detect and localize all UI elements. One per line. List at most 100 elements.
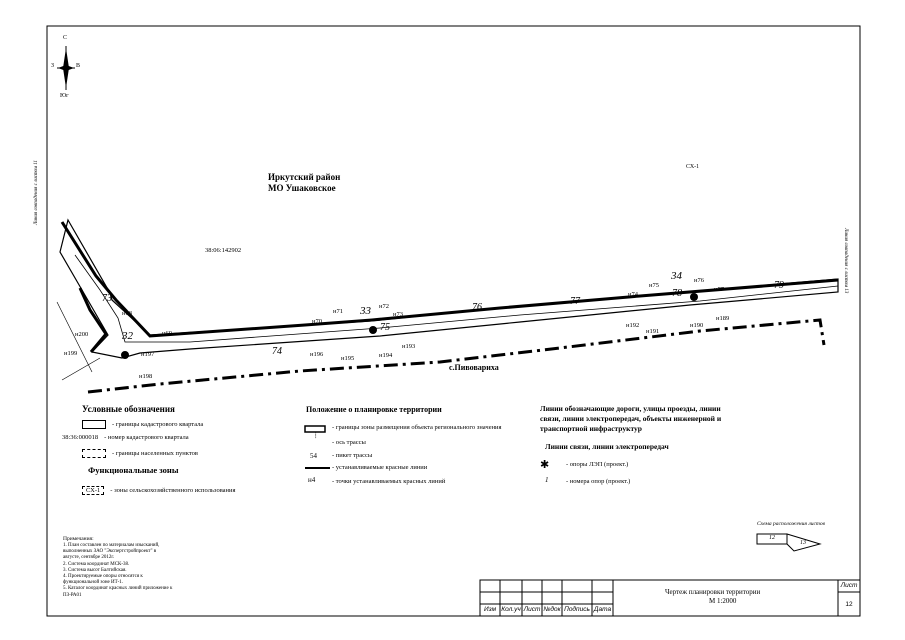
- picket-label: 73: [102, 293, 112, 304]
- region-name: Иркутский район: [268, 172, 341, 182]
- municipality-name: МО Ушаковское: [268, 183, 336, 193]
- upper-point-label: н75: [649, 282, 659, 289]
- notes-title: Примечания:: [63, 536, 94, 542]
- note-line: августе, сентябре 2012г.: [63, 555, 115, 561]
- legend-rect-symbol: [304, 425, 326, 433]
- note-line: 1. План составлен по материалам изыскани…: [63, 543, 160, 548]
- tb-col-ndok: №док: [543, 606, 561, 613]
- legend-item-quarter-boundary: - границы кадастрового квартала: [82, 420, 203, 429]
- side-note-right: Линия совпадения с листом 13: [843, 228, 848, 294]
- legend-item-settlement-boundary: - границы населенных пунктов: [82, 449, 198, 458]
- sheet-scheme-next: 13: [800, 540, 806, 546]
- pole-marker: [121, 351, 129, 359]
- pole-marker: [369, 326, 377, 334]
- legend-dash-icon: [82, 449, 106, 458]
- planning-item-points: - точки устанавливаемых красных линий: [332, 478, 446, 485]
- drawing-scale: М 1:2000: [709, 597, 737, 605]
- route-axis: [74, 254, 839, 343]
- legend-item-quarter-number: 38:36:000018- номер кадастрового квартал…: [62, 434, 189, 441]
- picket-label: 78: [672, 288, 682, 299]
- tb-col-data: Дата: [593, 606, 612, 613]
- red-line-lower: [78, 287, 108, 353]
- note-line: выполненных ЗАО "Экспертстройпроект" в: [63, 549, 157, 555]
- cadastral-code: 38:06:142902: [205, 247, 242, 254]
- pole-legend-icon: ✱: [540, 459, 550, 471]
- note-line: функциональной зоне ИТ-1.: [63, 580, 124, 586]
- pole-legend-label: - опоры ЛЭП (проект.): [566, 461, 629, 468]
- legend-item-zone: СХ-1- зоны сельскохозяйственного использ…: [82, 486, 236, 495]
- lower-point-label: н200: [75, 331, 89, 338]
- pole-marker: [690, 293, 698, 301]
- planning-point-num: н4: [308, 476, 316, 484]
- tb-col-izm: Изм: [483, 606, 497, 613]
- planning-title: Положение о планировке территории: [306, 405, 442, 414]
- note-line: 4. Проектируемые опоры относятся к: [63, 574, 143, 580]
- planning-item-picket: - пикет трассы: [332, 452, 373, 459]
- upper-point-label: н68: [122, 310, 132, 317]
- upper-point-label: н72: [379, 303, 389, 310]
- lower-point-label: н189: [716, 315, 730, 322]
- upper-point-label: н69: [162, 330, 172, 337]
- lower-point-label: н195: [341, 355, 355, 362]
- lower-point-label: н193: [402, 343, 416, 350]
- legend-title: Условные обозначения: [82, 404, 175, 414]
- outer-frame: [46, 25, 861, 617]
- notes-list: 1. План составлен по материалам изыскани…: [63, 543, 172, 599]
- lower-point-label: н194: [379, 352, 393, 359]
- red-line-upper: [60, 221, 839, 338]
- pole-number-label: 33: [360, 305, 371, 317]
- compass-east: В: [76, 63, 81, 69]
- sheet-scheme-title: Схема расположения листов: [757, 521, 826, 527]
- drawing-title: Чертеж планировки территории: [665, 588, 761, 596]
- legend-rect-icon: [82, 420, 106, 429]
- title-block-grid: [479, 579, 861, 617]
- upper-point-label: н70: [312, 318, 322, 325]
- lower-point-label: н197: [141, 351, 155, 358]
- pole-number-label: 34: [671, 270, 682, 282]
- zones-title: Функциональные зоны: [88, 465, 179, 475]
- tb-col-koluch: Кол.уч: [501, 606, 521, 613]
- picket-label: 77: [570, 296, 580, 307]
- lower-point-label: н192: [626, 322, 640, 329]
- upper-point-label: н71: [333, 308, 343, 315]
- lower-point-label: н198: [139, 373, 153, 380]
- planning-item-zone: - границы зоны размещения объекта регион…: [332, 424, 502, 431]
- note-line: 5. Каталог координат красных линий прило…: [63, 586, 173, 592]
- settlement-boundary: [87, 318, 826, 394]
- picket-label: 79: [774, 280, 784, 291]
- line-legend-subtitle: Линии связи, линии электропередач: [545, 442, 669, 451]
- compass-north: С: [63, 35, 68, 41]
- tb-col-list: Лист: [523, 606, 541, 613]
- compass-south: Юг: [60, 93, 69, 99]
- tb-col-podpis: Подпись: [564, 606, 590, 613]
- planning-item-axis: - ось трассы: [332, 439, 366, 446]
- line-legend-title: Линии обозначающие дороги, улицы проезды…: [540, 404, 722, 433]
- upper-point-label: н74: [628, 291, 638, 298]
- sheet-scheme-icon: [756, 533, 822, 552]
- lower-point-label: н190: [690, 322, 704, 329]
- picket-label: 75: [380, 322, 390, 333]
- lower-point-label: н191: [646, 328, 660, 335]
- note-line: 3. Система высот Балтийская.: [63, 567, 127, 573]
- zone-code: СХ-1: [686, 164, 700, 170]
- settlement-name: с.Пивовариха: [449, 363, 499, 372]
- note-line: 2. Система координат МСК-38.: [63, 561, 130, 567]
- lower-point-label: н196: [310, 351, 324, 358]
- compass-west: З: [51, 63, 55, 69]
- lower-point-label: н199: [64, 350, 78, 357]
- upper-point-label: н77: [714, 286, 724, 293]
- pole-number-symbol: 1: [545, 476, 549, 484]
- upper-point-label: н73: [393, 311, 403, 318]
- side-note-left: Линия совпадения с листом 11: [34, 160, 39, 225]
- north-arrow-icon: [57, 46, 75, 90]
- picket-label: 74: [272, 346, 282, 357]
- planning-axis-icon: ┆: [314, 433, 318, 439]
- upper-point-label: н76: [694, 277, 704, 284]
- pole-number-label: - номера опор (проект.): [566, 478, 631, 485]
- pole-number-label: 32: [122, 330, 133, 342]
- planning-item-redline: - устанавливаемые красные линии: [332, 464, 428, 471]
- tb-sheet-label: Лист: [840, 582, 858, 589]
- picket-label: 76: [472, 302, 482, 313]
